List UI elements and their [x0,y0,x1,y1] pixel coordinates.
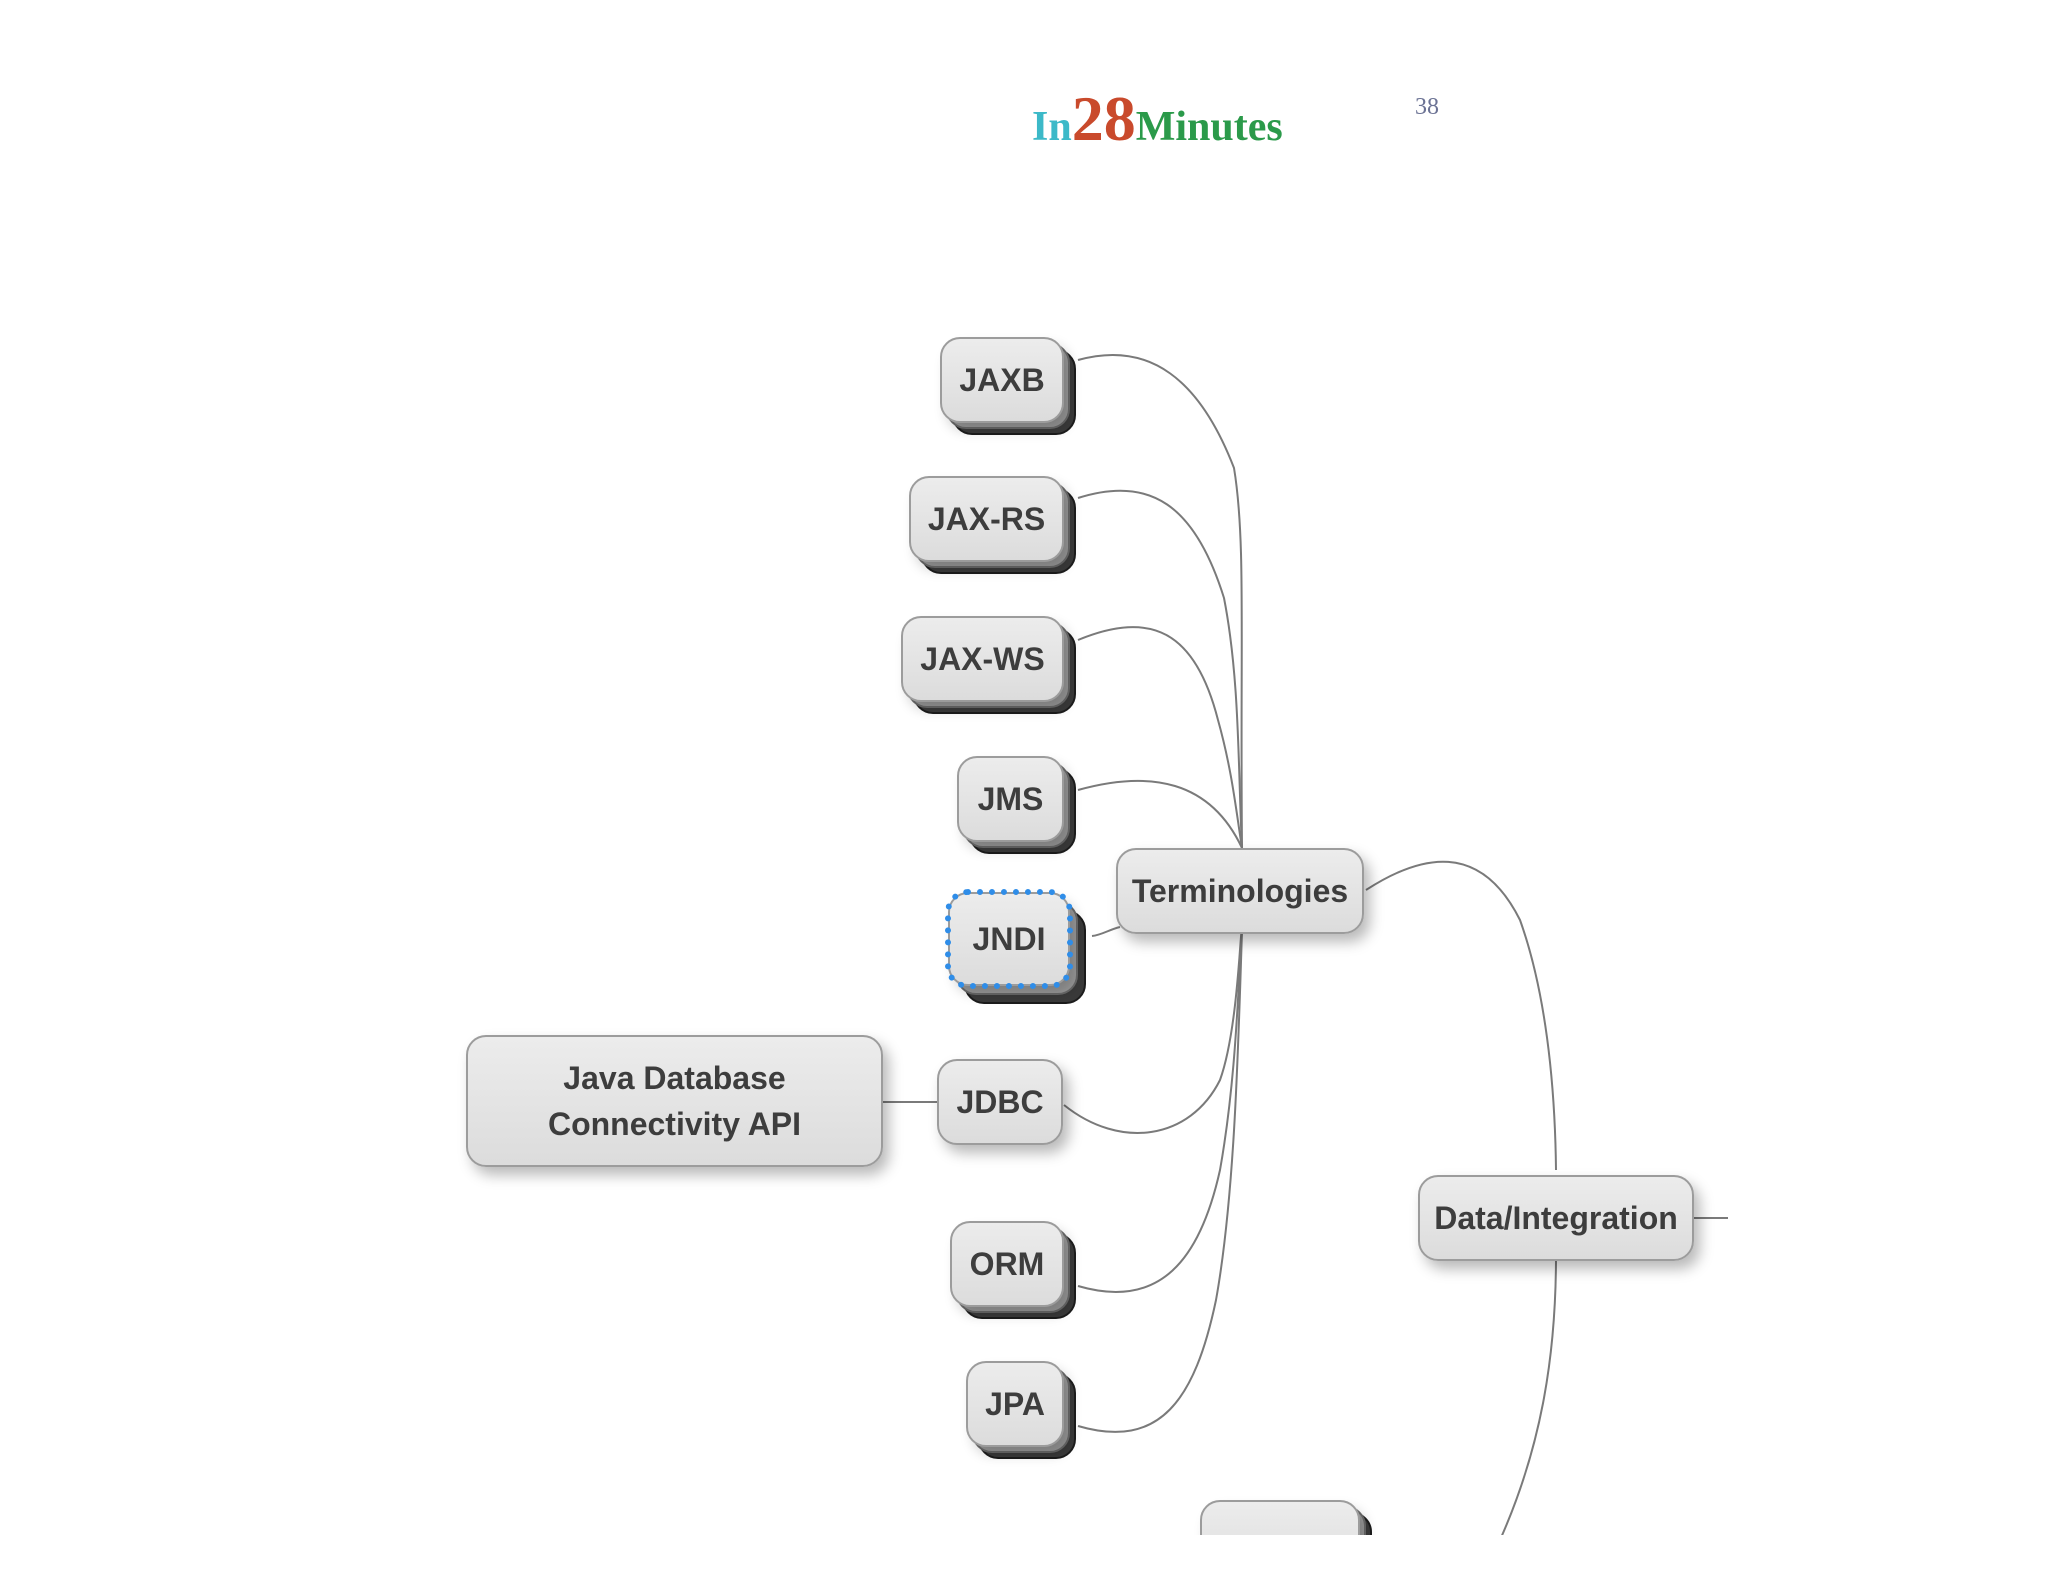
node-jms-wrap: JMS [957,756,1076,854]
node-jaxb[interactable]: JAXB [940,337,1064,423]
node-orm-wrap: ORM [950,1221,1076,1319]
connector-jaxb [1077,353,1243,849]
connector-jpa [1077,929,1243,1433]
node-jdbc-note-wrap: Java Database Connectivity API [466,1035,883,1167]
logo-in: In [1032,104,1072,150]
node-data-integration-wrap: Data/Integration [1418,1175,1694,1261]
node-jpa-wrap: JPA [966,1361,1076,1459]
node-jax-ws-wrap: JAX-WS [901,616,1076,714]
connector-jdbc [1063,929,1243,1134]
jdbc-note-line-1: Java Database [563,1060,786,1096]
mind-map: JAXB JAX-RS JAX-WS JMS JNDI Terminologie… [466,337,1728,1535]
node-jndi[interactable]: JNDI [945,889,1073,989]
logo-minutes: Minutes [1135,104,1283,150]
node-terminologies[interactable]: Terminologies [1116,848,1364,934]
node-jdbc-description[interactable]: Java Database Connectivity API [466,1035,883,1167]
connector-jax-ws [1077,626,1243,849]
node-jpa[interactable]: JPA [966,1361,1064,1447]
jdbc-note-line-2: Connectivity API [547,1106,802,1142]
node-partial-bottom[interactable] [1200,1500,1360,1535]
connector-orm [1077,929,1243,1293]
connector-terminologies-to-data [1365,860,1557,1171]
node-jax-rs[interactable]: JAX-RS [909,476,1064,562]
node-terminologies-wrap: Terminologies [1116,848,1364,934]
logo-28: 28 [1071,83,1136,154]
node-jdbc[interactable]: JDBC [937,1059,1063,1145]
connector-jax-rs [1077,489,1243,849]
in28minutes-logo: In28Minutes [1032,82,1283,156]
page-header: In28Minutes 38 [0,0,2048,180]
connector-jms [1077,779,1243,849]
node-jax-rs-wrap: JAX-RS [909,476,1076,574]
node-jax-ws[interactable]: JAX-WS [901,616,1064,702]
node-partial-bottom-wrap [1200,1500,1372,1535]
node-orm[interactable]: ORM [950,1221,1064,1307]
node-jndi-wrap: JNDI [945,889,1086,1004]
node-jaxb-wrap: JAXB [940,337,1076,435]
node-jms[interactable]: JMS [957,756,1064,842]
connector-jndi [1091,926,1121,937]
node-data-integration[interactable]: Data/Integration [1418,1175,1694,1261]
connector-data-to-bottom [1501,1255,1557,1535]
node-jdbc-wrap: JDBC [937,1059,1063,1145]
connector-lines [883,353,1728,1535]
page-number: 38 [1415,94,1439,120]
